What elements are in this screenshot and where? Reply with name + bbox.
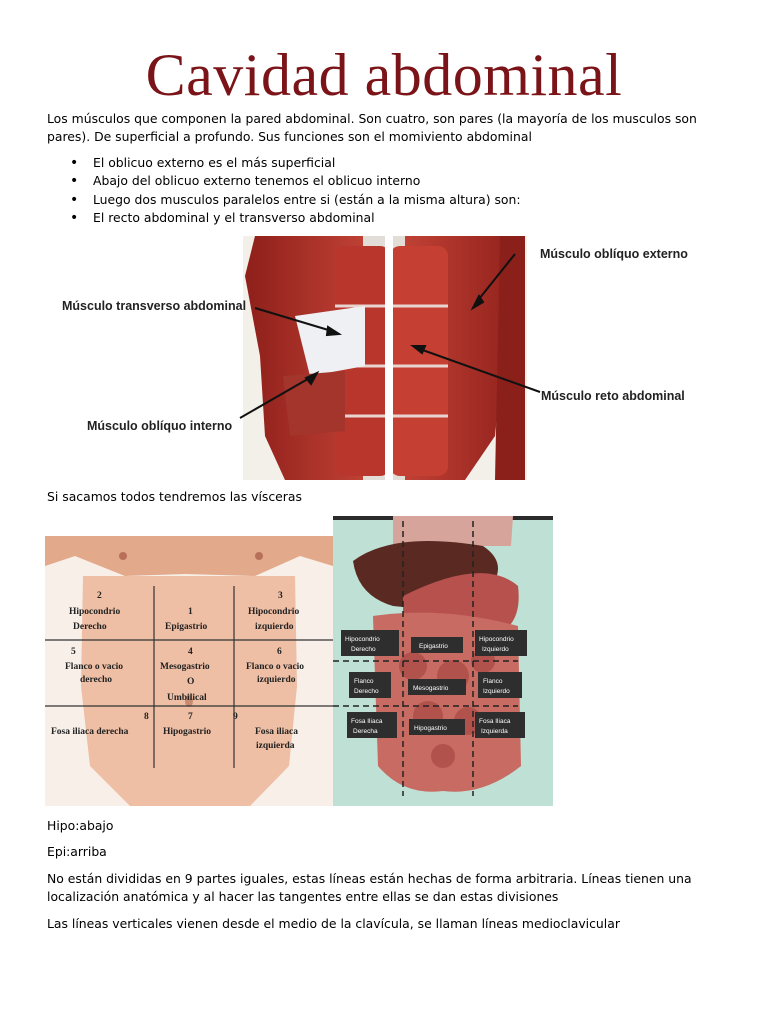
- organs-box-mesogastrio: Mesogastrio: [413, 685, 449, 692]
- list-item: El recto abdominal y el transverso abdom…: [70, 209, 521, 228]
- region-5-label: Flanco o vacio: [65, 662, 123, 672]
- region-6-sublabel: izquierdo: [257, 675, 296, 685]
- torso-regions-illustration: 2 Hipocondrio Derecho 1 Epigastrio 3 Hip…: [45, 536, 333, 806]
- abdominal-muscles-illustration: Músculo oblíquo externo Músculo transver…: [62, 236, 688, 480]
- region-4-label: Mesogastrio: [160, 662, 210, 672]
- region-3-label: Hipocondrio: [248, 607, 299, 617]
- label-musculo-obliquo-interno: Músculo oblíquo interno: [87, 419, 232, 433]
- region-6-label: Flanco o vacio: [246, 662, 304, 672]
- region-4-sublabel: O: [187, 677, 194, 687]
- region-9-sublabel: izquierda: [256, 741, 295, 751]
- region-6-number: 6: [277, 647, 282, 657]
- abdominal-organs-figure: Hipocondrio Derecho Epigastrio Hipocondr…: [333, 516, 553, 806]
- list-item: Abajo del oblicuo externo tenemos el obl…: [70, 172, 521, 191]
- organs-box-flanco-izquierdo: Flanco: [483, 678, 503, 685]
- region-7-number: 7: [188, 712, 193, 722]
- organs-box-hipocondrio-izquierdo: Hipocondrio: [479, 636, 514, 643]
- region-2-label: Hipocondrio: [69, 607, 120, 617]
- hipo-definition: Hipo:abajo: [47, 818, 114, 833]
- epi-definition: Epi:arriba: [47, 844, 107, 859]
- muscle-bullet-list: El oblicuo externo es el más superficial…: [70, 154, 521, 227]
- label-musculo-reto-abdominal: Músculo reto abdominal: [541, 389, 685, 403]
- organs-box-hipocondrio-izquierdo-sub: Izquierdo: [482, 646, 509, 653]
- abdominal-regions-figure: 2 Hipocondrio Derecho 1 Epigastrio 3 Hip…: [45, 536, 333, 806]
- organs-box-flanco-derecho: Flanco: [354, 678, 374, 685]
- region-3-number: 3: [278, 591, 283, 601]
- label-musculo-obliquo-externo: Músculo oblíquo externo: [540, 247, 688, 261]
- region-1-number: 1: [188, 607, 193, 617]
- organs-box-hipocondrio-derecho: Hipocondrio: [345, 636, 380, 643]
- region-3-sublabel: izquierdo: [255, 622, 294, 632]
- region-2-sublabel: Derecho: [73, 622, 107, 632]
- region-4-number: 4: [188, 647, 193, 657]
- list-item: Luego dos musculos paralelos entre si (e…: [70, 191, 521, 210]
- region-8-label: Fosa iliaca derecha: [51, 727, 129, 737]
- organs-box-hipogastrio: Hipogastrio: [414, 725, 447, 732]
- viscera-intro: Si sacamos todos tendremos las vísceras: [47, 489, 302, 504]
- region-5-number: 5: [71, 647, 76, 657]
- label-musculo-transverso-abdominal: Músculo transverso abdominal: [62, 299, 246, 313]
- organs-box-flanco-derecho-sub: Derecho: [354, 688, 379, 695]
- region-5-sublabel: derecho: [80, 675, 112, 685]
- organs-box-fosa-iliaca-derecha-sub: Derecha: [353, 728, 378, 735]
- region-9-label: Fosa iliaca: [255, 727, 298, 737]
- organs-regions-illustration: Hipocondrio Derecho Epigastrio Hipocondr…: [333, 516, 553, 806]
- vertical-lines-paragraph: Las líneas verticales vienen desde el me…: [47, 916, 620, 931]
- region-8-number: 8: [144, 712, 149, 722]
- organs-box-fosa-iliaca-derecha: Fosa Iliaca: [351, 718, 383, 725]
- organs-box-fosa-iliaca-izquierda-sub: Izquierda: [481, 728, 508, 735]
- divisions-paragraph: No están divididas en 9 partes iguales, …: [47, 871, 692, 904]
- region-9-number: 9: [233, 712, 238, 722]
- organs-box-epigastrio: Epigastrio: [419, 643, 448, 650]
- list-item: El oblicuo externo es el más superficial: [70, 154, 521, 173]
- region-1-label: Epigastrio: [165, 622, 207, 632]
- organs-box-hipocondrio-derecho-sub: Derecho: [351, 646, 376, 653]
- intro-paragraph: Los músculos que componen la pared abdom…: [47, 111, 697, 144]
- organs-box-fosa-iliaca-izquierda: Fosa Iliaca: [479, 718, 511, 725]
- region-2-number: 2: [97, 591, 102, 601]
- organs-box-flanco-izquierdo-sub: Izquierdo: [483, 688, 510, 695]
- page-title: Cavidad abdominal: [145, 42, 623, 108]
- abdominal-muscles-figure: Músculo oblíquo externo Músculo transver…: [45, 236, 725, 480]
- region-4-sublabel2: Umbilical: [167, 693, 207, 703]
- region-7-label: Hipogastrio: [163, 727, 211, 737]
